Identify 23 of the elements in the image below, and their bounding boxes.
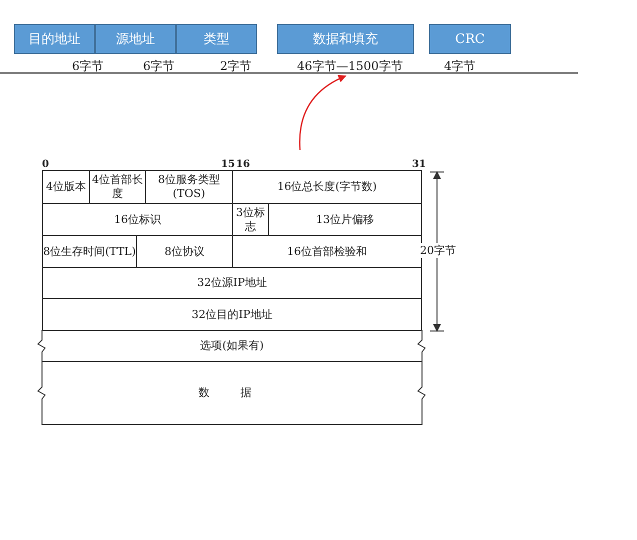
dimension-label: 20字节 bbox=[420, 243, 456, 258]
byte-count: 4字节 bbox=[444, 58, 476, 75]
frame-field-box: 类型 bbox=[176, 24, 257, 54]
byte-count: 6字节 bbox=[143, 58, 175, 75]
frame-field-box: 源地址 bbox=[95, 24, 176, 54]
header-field-cell: 8位生存时间(TTL) bbox=[42, 235, 137, 268]
bit-number: 31 bbox=[412, 159, 426, 170]
bit-number: 0 bbox=[42, 159, 49, 170]
frame-field-box: 目的地址 bbox=[14, 24, 95, 54]
frame-field-box: 数据和填充 bbox=[277, 24, 414, 54]
byte-count: 46字节—1500字节 bbox=[297, 58, 403, 75]
header-field-cell: 32位源IP地址 bbox=[42, 267, 422, 299]
frame-field-box: CRC bbox=[429, 24, 511, 54]
packet-section-cell: 数 据 bbox=[42, 361, 422, 425]
header-field-cell: 4位版本 bbox=[42, 170, 90, 204]
bit-number: 15 bbox=[221, 159, 235, 170]
header-field-cell: 32位目的IP地址 bbox=[42, 298, 422, 331]
byte-count: 6字节 bbox=[72, 58, 104, 75]
header-field-cell: 16位总长度(字节数) bbox=[232, 170, 422, 204]
bit-number: 16 bbox=[236, 159, 250, 170]
byte-count: 2字节 bbox=[220, 58, 252, 75]
packet-section-cell: 选项(如果有) bbox=[42, 330, 422, 362]
arrow bbox=[299, 75, 346, 150]
